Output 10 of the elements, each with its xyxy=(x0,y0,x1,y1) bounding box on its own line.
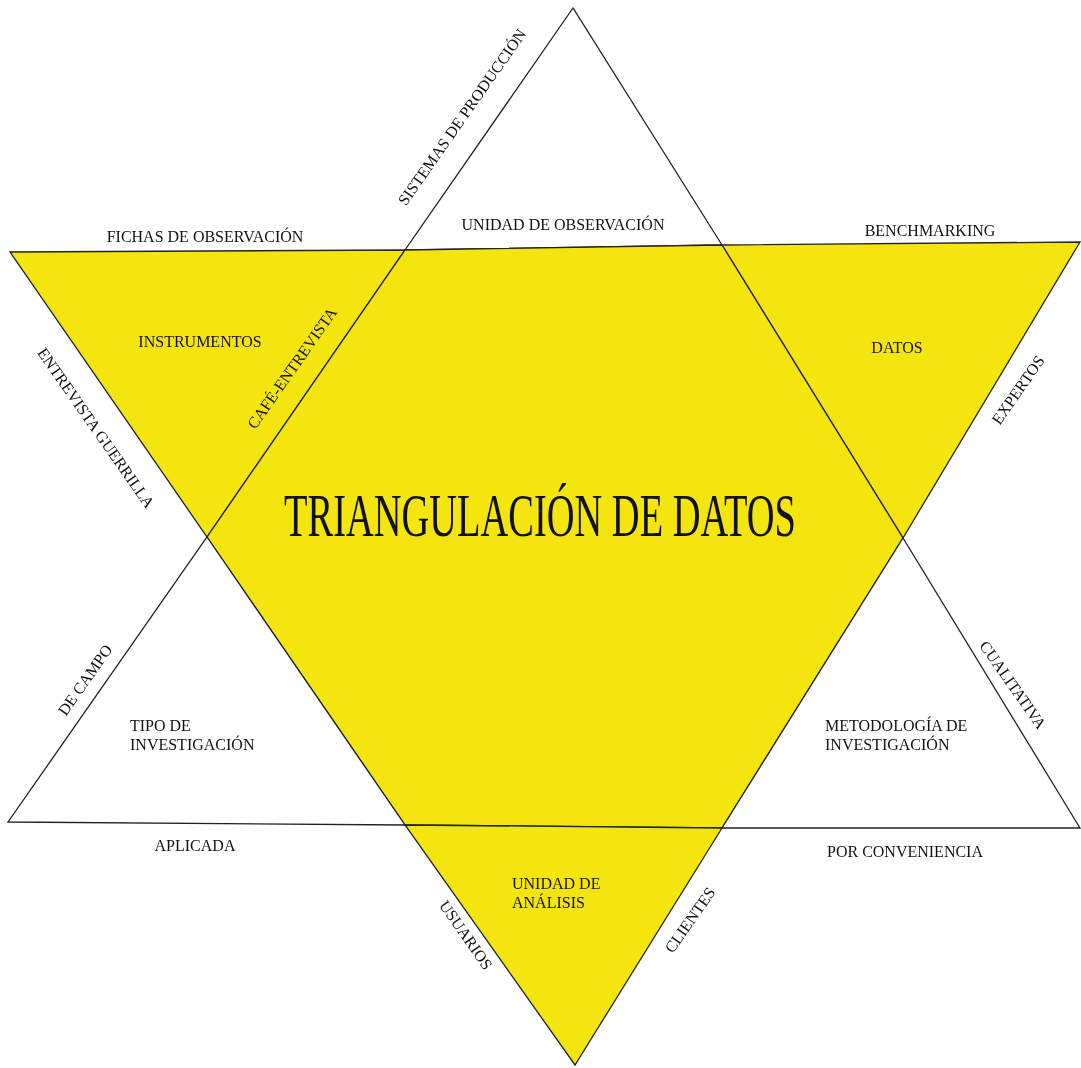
segment-label: DATOS xyxy=(871,337,923,357)
segment-label: UNIDAD DE ANÁLISIS xyxy=(512,874,602,912)
segment-label: METODOLOGÍA DE INVESTIGACIÓN xyxy=(825,716,969,754)
side-label: APLICADA xyxy=(154,835,236,855)
center-title: TRIANGULACIÓN DE DATOS xyxy=(284,482,796,548)
side-label: FICHAS DE OBSERVACIÓN xyxy=(106,226,304,246)
side-label: POR CONVENIENCIA xyxy=(827,841,983,861)
segment-label: TIPO DE INVESTIGACIÓN xyxy=(130,716,256,754)
segment-label: UNIDAD DE OBSERVACIÓN xyxy=(461,214,665,234)
side-label: BENCHMARKING xyxy=(864,220,996,240)
